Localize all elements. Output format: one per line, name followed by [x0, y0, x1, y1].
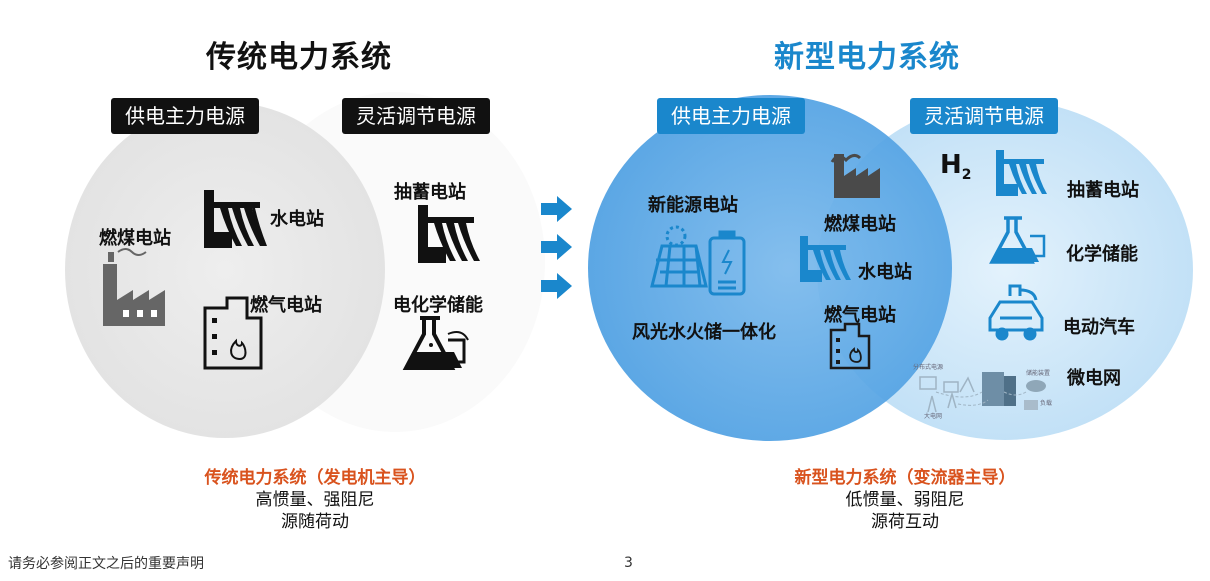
caption-traditional: 传统电力系统（发电机主导） 高惯量、强阻尼 源随荷动: [195, 467, 435, 533]
title-traditional: 传统电力系统: [206, 40, 392, 75]
coal-plant-icon-new: [830, 153, 880, 198]
caption-traditional-line2: 源随荷动: [281, 512, 349, 532]
title-new: 新型电力系统: [774, 40, 960, 75]
tag-main-power-right: 供电主力电源: [657, 98, 805, 134]
label-coal-left: 燃煤电站: [99, 228, 171, 249]
label-ev: 电动汽车: [1063, 317, 1135, 338]
caption-new: 新型电力系统（变流器主导） 低惯量、弱阻尼 源荷互动: [785, 467, 1025, 533]
microgrid-label-storage: 储能装置: [1026, 370, 1051, 377]
coal-plant-icon: [103, 248, 165, 326]
pumped-storage-icon-new: [996, 150, 1047, 196]
hydro-icon: [204, 190, 267, 248]
h2-subscript: 2: [961, 167, 972, 184]
label-gas-right: 燃气电站: [824, 305, 896, 326]
label-chem-right: 化学储能: [1066, 244, 1138, 265]
main-circle-left: [65, 102, 385, 438]
caption-traditional-headline: 传统电力系统（发电机主导）: [204, 468, 426, 488]
label-gas-left: 燃气电站: [250, 295, 322, 316]
pumped-storage-icon: [418, 205, 480, 263]
h2-label: H: [940, 150, 962, 180]
electric-car-icon: [988, 284, 1044, 341]
caption-new-line2: 源荷互动: [871, 512, 939, 532]
tag-flex-power-left: 灵活调节电源: [342, 98, 490, 134]
footer-disclaimer: 请务必参阅正文之后的重要声明: [8, 556, 204, 572]
label-new-energy: 新能源电站: [648, 195, 738, 216]
solar-battery-icon: [650, 225, 746, 296]
microgrid-label-grid: 大电网: [924, 413, 943, 420]
caption-traditional-line1: 高惯量、强阻尼: [255, 490, 375, 510]
tag-flex-power-right: 灵活调节电源: [910, 98, 1058, 134]
microgrid-diagram: [919, 372, 1046, 413]
label-pumped-left: 抽蓄电站: [394, 182, 466, 203]
label-pumped-right: 抽蓄电站: [1067, 180, 1139, 201]
caption-new-headline: 新型电力系统（变流器主导）: [794, 468, 1016, 488]
hydro-icon-new: [800, 236, 851, 282]
label-chem-left: 电化学储能: [393, 295, 483, 316]
microgrid-label-distributed: 分布式电源: [913, 364, 944, 371]
arrow-icon: [541, 196, 572, 299]
chemical-storage-icon-new: [989, 216, 1046, 264]
chemical-storage-icon: [402, 316, 469, 370]
label-coal-right: 燃煤电站: [824, 214, 896, 235]
label-hydro-right: 水电站: [858, 262, 912, 283]
label-microgrid: 微电网: [1067, 368, 1121, 389]
page-number: 3: [624, 555, 633, 571]
gas-plant-icon-new: [829, 322, 871, 370]
label-integration: 风光水火储一体化: [632, 322, 776, 343]
caption-new-line1: 低惯量、弱阻尼: [845, 490, 965, 510]
gas-plant-icon: [203, 296, 263, 370]
label-hydro-left: 水电站: [270, 209, 324, 230]
h2-symbol: H2: [940, 150, 972, 183]
microgrid-label-load: 负载: [1040, 400, 1053, 407]
tag-main-power-left: 供电主力电源: [111, 98, 259, 134]
